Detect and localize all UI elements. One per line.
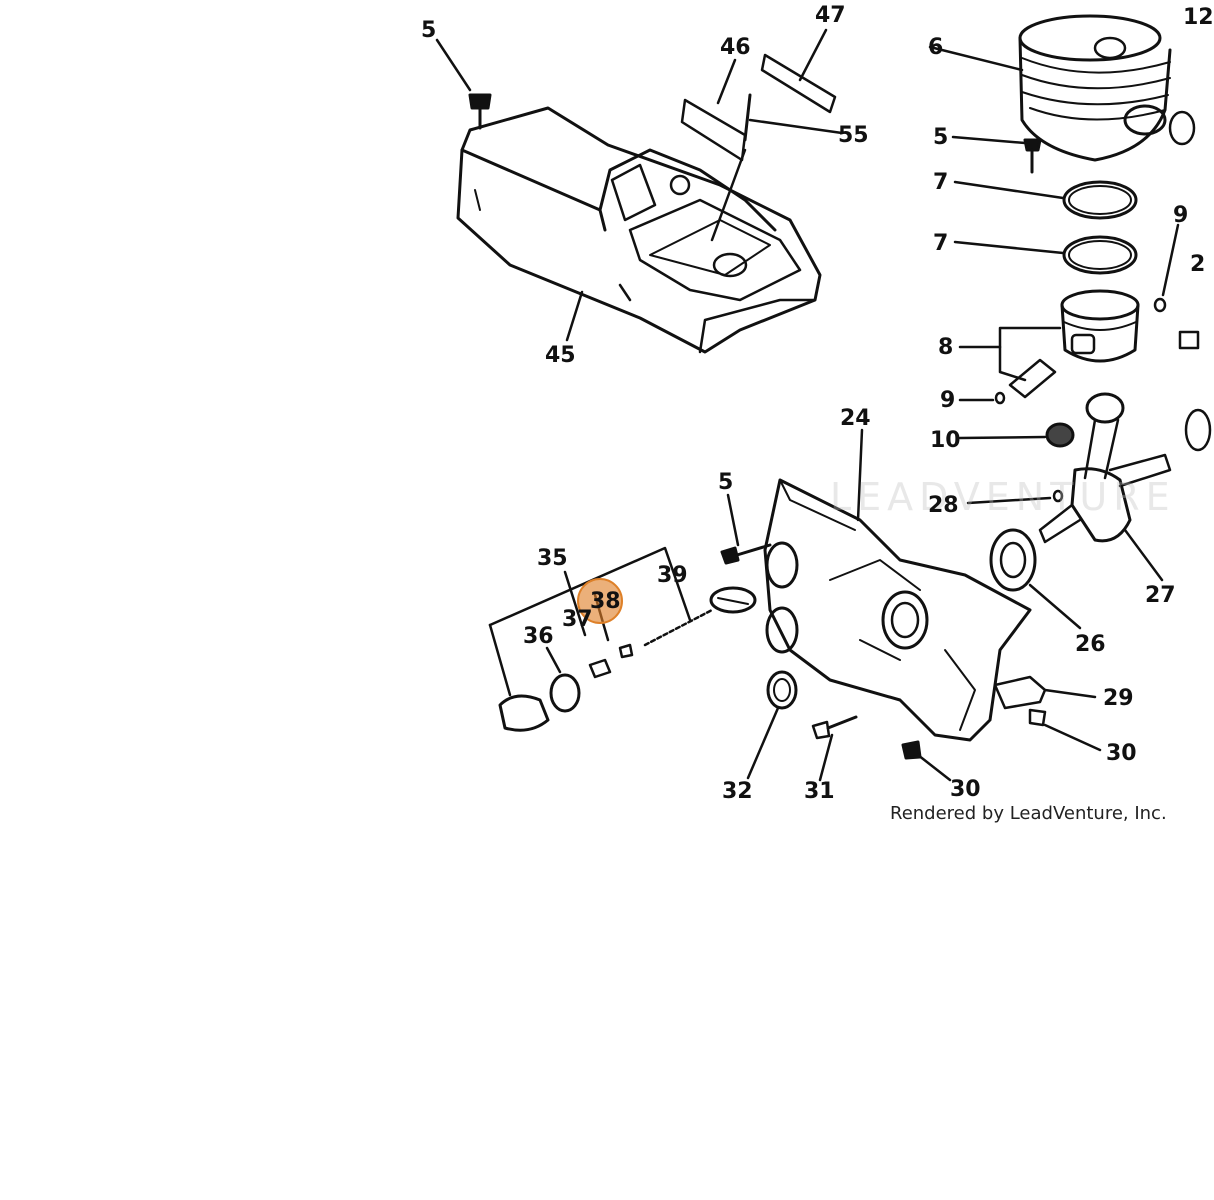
callout-47: 47: [815, 3, 846, 28]
callout-30b: 30: [950, 777, 981, 802]
part-47-strip: [760, 28, 837, 114]
callout-6: 6: [928, 35, 944, 60]
part-31-bolt: [811, 715, 858, 782]
callout-30: 30: [1106, 741, 1137, 766]
part-46-strip: [680, 58, 747, 162]
callout-45: 45: [545, 343, 576, 368]
callout-9: 9: [1173, 203, 1189, 228]
part-27-crankshaft: [1038, 392, 1212, 582]
part-35-39-group: [488, 546, 757, 732]
callout-27: 27: [1145, 583, 1176, 608]
part-6-cylinder: [928, 14, 1196, 162]
callout-38[interactable]: 38: [590, 589, 621, 614]
highlight-marker[interactable]: [577, 578, 623, 624]
part-32-seal: [746, 670, 798, 780]
watermark-text: LEADVENTURE: [830, 475, 1176, 519]
callout-5b: 5: [933, 125, 949, 150]
part-5-screw-2: [951, 135, 1042, 174]
part-8-piston: [958, 289, 1200, 399]
callout-7b: 7: [933, 231, 949, 256]
callout-39: 39: [657, 563, 688, 588]
credit-text: Rendered by LeadVenture, Inc.: [890, 803, 1167, 824]
callout-7: 7: [933, 170, 949, 195]
callout-10: 10: [930, 428, 961, 453]
callout-24: 24: [840, 406, 871, 431]
callout-55: 55: [838, 123, 869, 148]
part-24-crankcase: [763, 428, 1032, 742]
part-10-bearing: [958, 422, 1075, 448]
callout-32: 32: [722, 779, 753, 804]
part-45-cover: [456, 106, 822, 354]
callout-46: 46: [720, 35, 751, 60]
callout-9b: 9: [940, 388, 956, 413]
part-30-screws: [901, 708, 1102, 782]
callout-5c: 5: [718, 470, 734, 495]
callout-35: 35: [537, 546, 568, 571]
part-26-bearing: [989, 528, 1082, 630]
part-9-clips: [958, 223, 1180, 405]
callout-26: 26: [1075, 632, 1106, 657]
part-55-pin: [710, 93, 844, 242]
callout-5: 5: [421, 18, 437, 43]
part-29-bracket: [993, 675, 1097, 710]
callout-37: 37: [562, 607, 593, 632]
part-28-clip: [966, 489, 1064, 505]
callout-36: 36: [523, 624, 554, 649]
callout-31: 31: [804, 779, 835, 804]
callout-2: 2: [1190, 252, 1206, 277]
callout-12: 12: [1183, 5, 1214, 30]
callout-29: 29: [1103, 686, 1134, 711]
callout-28: 28: [928, 493, 959, 518]
callout-8: 8: [938, 335, 954, 360]
part-5-screw-3: [720, 493, 772, 565]
part-7-rings: [953, 180, 1138, 275]
part-5-screw: [435, 38, 492, 130]
